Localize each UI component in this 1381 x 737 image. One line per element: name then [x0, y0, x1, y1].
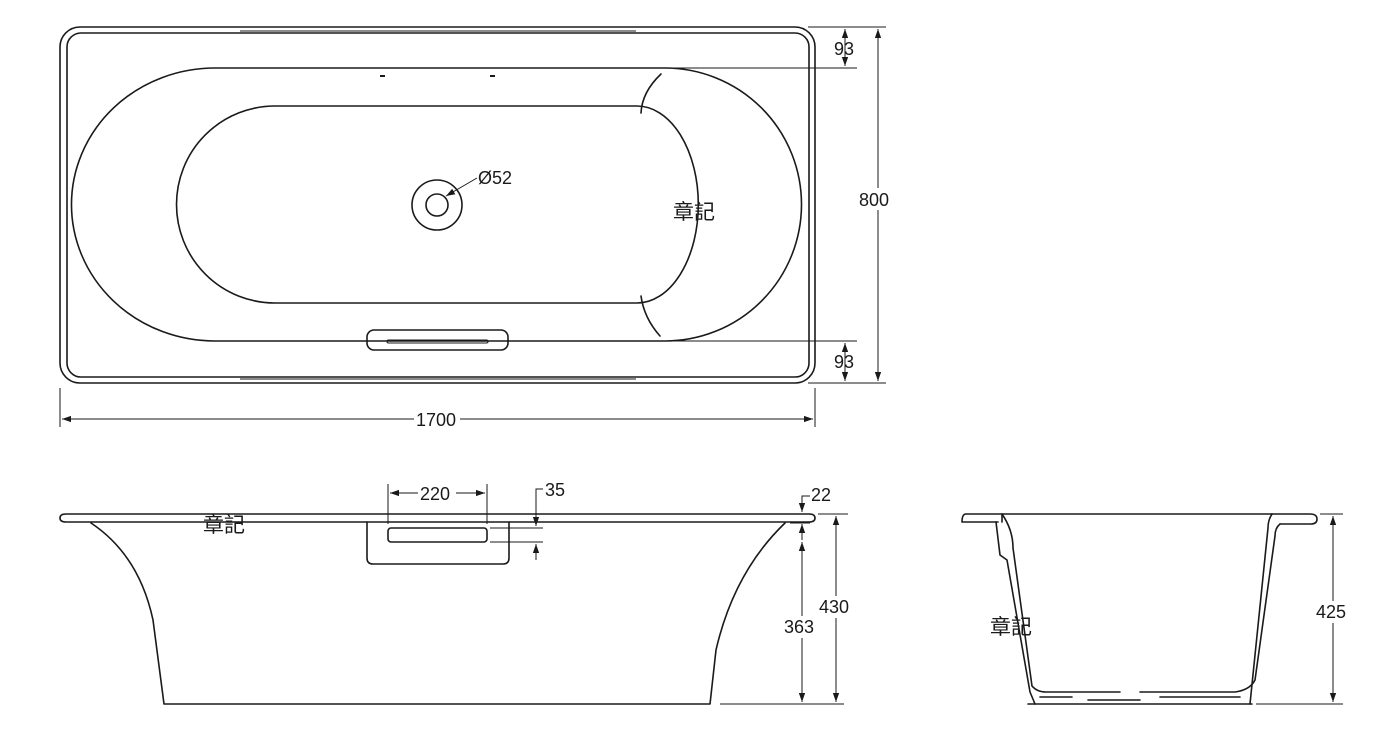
- side-handle-bracket: [366, 521, 510, 565]
- watermark-side: 章記: [203, 513, 245, 537]
- grab-handle-outer: [366, 329, 509, 351]
- drain-inner: [425, 193, 449, 217]
- dim-handle-width-label: 220: [420, 484, 450, 504]
- drain-diameter-label: Ø52: [478, 168, 512, 188]
- side-view-body: [90, 522, 786, 705]
- backrest-curve-upper: [640, 73, 662, 114]
- drain-leader: [445, 177, 478, 197]
- dim-handle-offset-label: 35: [545, 480, 565, 500]
- watermark-end: 章記: [990, 615, 1032, 639]
- top-view-basin-outline: [70, 67, 803, 342]
- end-view-rim-left: [961, 513, 1003, 523]
- top-view-rim-highlight: [240, 30, 636, 380]
- end-view: 章記 425: [961, 513, 1352, 705]
- top-view-inner-rim: [66, 32, 810, 378]
- dim-line-rim-thickness-top: [798, 495, 810, 512]
- top-view-basin-floor: [175, 105, 700, 304]
- end-view-inner-left: [1001, 513, 1121, 693]
- dim-line-handle-offset-top: [532, 488, 543, 526]
- side-handle-slot: [387, 527, 488, 543]
- grab-handle-slot: [386, 339, 489, 344]
- end-view-wall-right: [1249, 513, 1273, 705]
- side-view-rim: [59, 513, 816, 523]
- end-view-inner-right: [1139, 523, 1281, 693]
- dim-handle-width-label-bg: [418, 483, 456, 503]
- top-view-outer-rim: [59, 26, 816, 384]
- drain-outer: [411, 179, 463, 231]
- top-view: Ø52 章記 93 93 800 1700: [59, 26, 893, 431]
- dim-inner-height-label: 363: [784, 617, 814, 637]
- dim-length-label: 1700: [416, 410, 456, 430]
- side-view: 章記 220 35 22 363 430: [59, 480, 855, 705]
- end-view-base: [1027, 696, 1253, 705]
- end-view-wall-left: [995, 521, 1036, 705]
- watermark-top: 章記: [673, 200, 715, 224]
- dim-width-label-bg: [857, 188, 893, 210]
- dim-width-label: 800: [859, 190, 889, 210]
- dim-total-height-label-bg: [817, 596, 855, 618]
- dim-inner-height-label-bg: [782, 616, 818, 638]
- dim-rim-thickness-label: 22: [811, 485, 831, 505]
- dim-rim-bottom-label: 93: [834, 352, 854, 372]
- dim-length-label-bg: [414, 409, 460, 431]
- end-view-rim-right: [1271, 513, 1318, 525]
- backrest-curve-lower: [640, 295, 661, 337]
- dim-rim-top-label: 93: [834, 39, 854, 59]
- dim-total-height-label: 430: [819, 597, 849, 617]
- dim-end-height-label-bg: [1314, 601, 1352, 623]
- dim-end-height-label: 425: [1316, 602, 1346, 622]
